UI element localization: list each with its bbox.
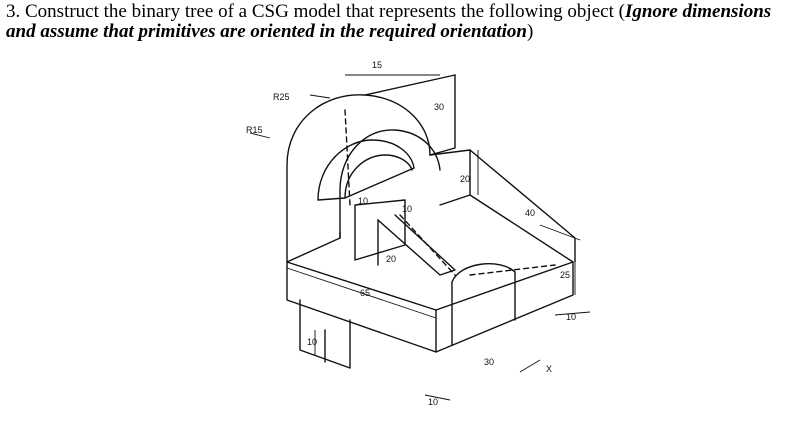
question-emphasis-ignore: Ignore [624,1,678,22]
dimension-label-r15: R15 [246,125,263,135]
dimension-label-30: 30 [434,102,444,112]
question-close-paren: ) [526,21,534,42]
dimension-label-20-right: 20 [460,174,470,184]
dimension-label-30-bottom: 30 [484,357,494,367]
question-text: 3. Construct the binary tree of a CSG mo… [6,2,798,42]
dimension-label-10-rib: 10 [402,204,412,214]
question-number: 3. [6,1,21,22]
question-body: Construct the binary tree of a CSG model… [25,1,625,22]
dimension-label-25: 25 [560,270,570,280]
object-outline [286,74,576,369]
dimension-label-10-left: 10 [307,337,317,347]
axis-label-x: X [546,364,552,374]
dimension-label-10-right: 10 [566,312,576,322]
dimension-lines [249,74,591,401]
dimension-label-10-bottom: 10 [428,397,438,407]
question-emphasis-dimensions: dimensions and assume that primitives ar… [6,1,772,42]
dimension-label-65: 65 [360,288,370,298]
dimension-label-r25: R25 [273,92,290,102]
dimension-label-40: 40 [525,208,535,218]
dimension-label-15: 15 [372,60,382,70]
dimension-label-10-slot: 10 [358,196,368,206]
dimension-label-20-inner: 20 [386,254,396,264]
